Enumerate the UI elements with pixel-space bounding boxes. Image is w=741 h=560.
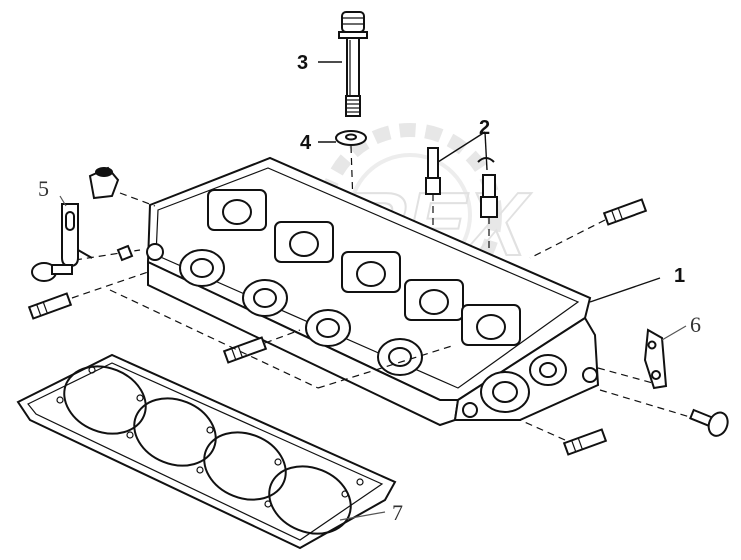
callout-5: 5 — [38, 176, 49, 201]
callout-4: 4 — [300, 132, 312, 154]
callout-2: 2 — [479, 117, 490, 139]
callout-7: 7 — [392, 500, 403, 525]
part-head-bolt — [338, 11, 368, 117]
part-plug-cap — [88, 166, 120, 200]
part-bolt-small — [31, 244, 134, 282]
port-openings — [179, 249, 567, 413]
part-head-gasket — [16, 353, 397, 550]
callout-1: 1 — [674, 265, 685, 287]
part-bolt-right — [689, 408, 729, 437]
part-cylinder-head — [146, 156, 600, 427]
part-studs — [27, 198, 648, 456]
part-bracket-left — [61, 203, 93, 268]
camshaft-bearing-caps — [207, 189, 521, 346]
part-bracket-right — [643, 328, 668, 390]
callout-leaders — [59, 61, 687, 521]
callout-labels: 1 2 3 4 5 6 7 — [38, 52, 701, 525]
callout-3: 3 — [297, 52, 308, 74]
callout-6: 6 — [690, 312, 701, 337]
